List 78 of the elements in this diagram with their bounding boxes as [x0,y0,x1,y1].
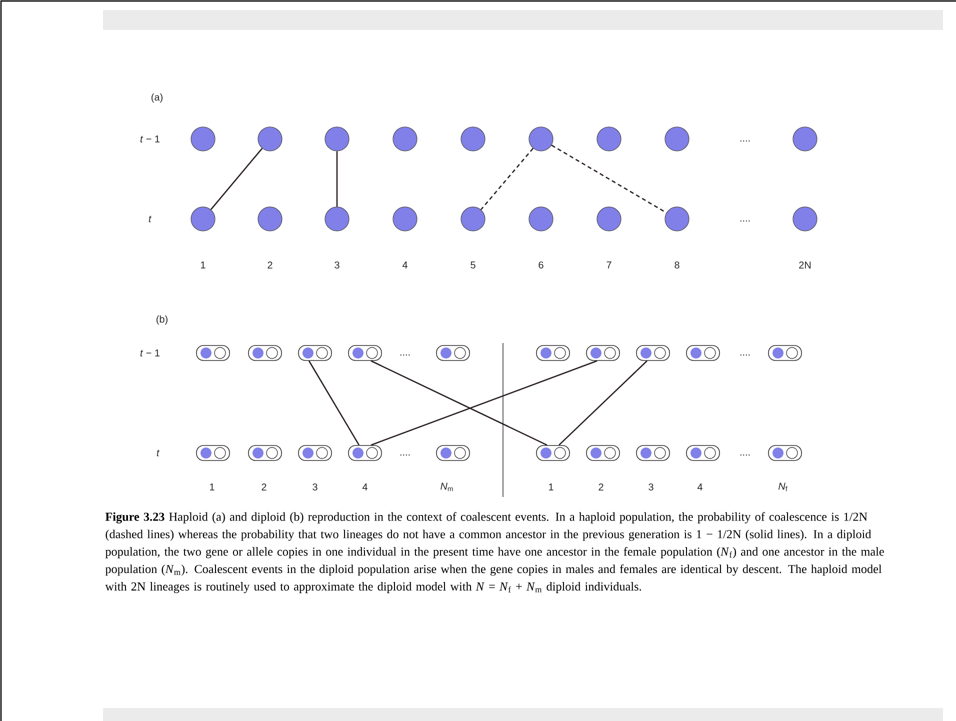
individual-pill [586,345,620,361]
ellipsis-dots: .... [740,354,750,356]
index-label: 4 [362,484,368,490]
lineage-line [336,151,338,207]
lineage-circle [596,126,622,152]
index-label: 8 [674,261,680,268]
index-label: 3 [334,261,340,268]
lineage-line [370,360,598,446]
ellipsis-dots: .... [740,454,750,456]
lineage-circle [460,206,486,232]
lineage-circle [190,206,216,232]
lineage-circle [324,206,350,232]
individual-pill [768,445,802,461]
index-label: 2 [262,484,266,490]
index-label: N$_{f}$ [778,482,788,492]
index-label: 3 [312,483,318,490]
individual-pill [348,445,382,461]
generation-label: t − 1 [140,136,160,142]
individual-pill [686,345,720,361]
lineage-line [551,144,667,214]
lineage-line [370,360,548,446]
index-label: 7 [606,262,612,268]
index-label: 2 [598,484,604,490]
individual-pill [686,445,720,461]
lineage-circle [392,126,418,152]
lineage-line [558,360,648,446]
index-label: 2N [799,262,811,268]
individual-pill [636,445,670,461]
individual-pill [636,345,670,361]
lineage-circle [792,206,818,232]
individual-pill [248,445,282,461]
individual-pill [586,445,620,461]
individual-pill [248,345,282,361]
index-label: 2 [268,262,272,268]
index-label: 1 [201,262,206,268]
individual-pill [196,345,230,361]
lineage-line [480,148,534,210]
lineage-circle [664,206,690,232]
panel-label: (a) [152,93,162,103]
index-label: 4 [697,484,702,490]
index-label: 3 [648,483,654,490]
ellipsis-dots: .... [400,454,410,456]
panel-label: (b) [156,315,168,325]
index-label: 5 [470,262,476,268]
individual-pill [436,345,470,361]
individual-pill [436,445,470,461]
individual-pill [298,445,332,461]
generation-label: t − 1 [140,350,160,356]
lineage-circle [664,126,690,152]
lineage-circle [324,126,350,152]
lineage-circle [528,206,554,232]
individual-pill [196,445,230,461]
index-label: 1 [549,484,554,490]
individual-pill [536,345,570,361]
ellipsis-dots: .... [400,354,410,356]
individual-pill [536,445,570,461]
figure-caption: Figure 3.23 Haploid (a) and diploid (b) reproduction in the context of coalescent events. In a haploid population, the probability of coalescence is 1/2N (dashed lines) whereas the probability that two lineages do not have a common ancestor in the previous generation is 1 − 1/2N (solid lines). In a diploid population, the two gene or allele copies in one individual in the present time have one ancestor in the female population (N$_{f}$) and one ancestor in the male population (N$_{m}$). Coalescent events in the diploid population arise when the gene copies in males and females are identical by descent. The haploid model with 2N lineages is routinely used to approximate the diploid model with N = N$_{f}$ + N$_{m}$ diploid individuals. [105,512,884,594]
individual-pill [298,345,332,361]
lineage-circle [528,126,554,152]
lineage-circle [258,126,282,152]
index-label: N$_{m}$ [440,482,453,492]
index-label: 4 [402,262,408,268]
generation-label: t [156,450,160,456]
lineage-circle [258,206,282,232]
lineage-circle [460,126,486,152]
individual-pill [348,345,382,361]
lineage-circle [792,126,818,152]
lineage-line [210,148,263,210]
generation-label: t [148,216,152,222]
individual-pill [768,345,802,361]
lineage-circle [392,206,418,232]
ellipsis-dots: .... [740,140,750,142]
index-label: 1 [210,484,214,490]
ellipsis-dots: .... [740,220,750,222]
lineage-circle [190,126,216,152]
index-label: 6 [538,261,544,268]
lineage-line [308,360,360,446]
lineage-circle [596,206,622,232]
